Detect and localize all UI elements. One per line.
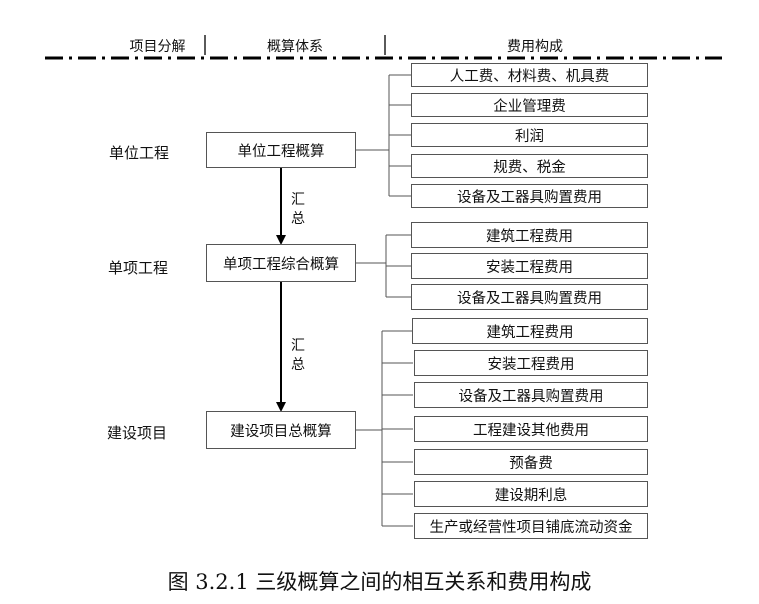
cost-box-project: 预备费 <box>414 449 648 475</box>
header-cost-composition: 费用构成 <box>507 39 563 55</box>
cost-box-unit: 企业管理费 <box>411 93 648 117</box>
cost-box-project: 生产或经营性项目铺底流动资金 <box>414 513 648 539</box>
cost-box-single: 建筑工程费用 <box>411 222 648 248</box>
connector-lines <box>356 74 413 527</box>
aggregate-char: 总 <box>291 357 305 373</box>
level-single-project: 单项工程 <box>108 259 169 277</box>
cost-box-unit: 人工费、材料费、机具费 <box>411 63 648 87</box>
level-unit-project: 单位工程 <box>109 144 170 162</box>
cost-box-project: 安装工程费用 <box>414 350 648 376</box>
aggregate-char: 汇 <box>291 192 305 208</box>
aggregate-char: 总 <box>291 211 305 227</box>
figure-caption: 图 3.2.1 三级概算之间的相互关系和费用构成 <box>167 570 592 594</box>
aggregate-char: 汇 <box>291 338 305 354</box>
single-estimate-box: 单项工程综合概算 <box>206 244 356 282</box>
cost-box-project: 建设期利息 <box>414 481 648 507</box>
cost-box-single: 设备及工器具购置费用 <box>411 284 648 310</box>
cost-box-unit: 利润 <box>411 123 648 147</box>
cost-box-unit: 设备及工器具购置费用 <box>411 184 648 208</box>
cost-box-project: 工程建设其他费用 <box>414 416 648 442</box>
level-construction-project: 建设项目 <box>107 424 168 442</box>
cost-box-project: 建筑工程费用 <box>412 318 648 344</box>
header-estimate-system: 概算体系 <box>267 39 323 55</box>
project-estimate-box: 建设项目总概算 <box>206 411 356 449</box>
unit-estimate-box: 单位工程概算 <box>206 132 356 168</box>
cost-box-single: 安装工程费用 <box>411 253 648 279</box>
cost-box-project: 设备及工器具购置费用 <box>414 382 648 408</box>
aggregate-label-lower: 汇 总 <box>290 337 306 375</box>
header-project-breakdown: 项目分解 <box>129 39 186 55</box>
cost-box-unit: 规费、税金 <box>411 154 648 178</box>
aggregate-label-upper: 汇 总 <box>290 191 306 229</box>
